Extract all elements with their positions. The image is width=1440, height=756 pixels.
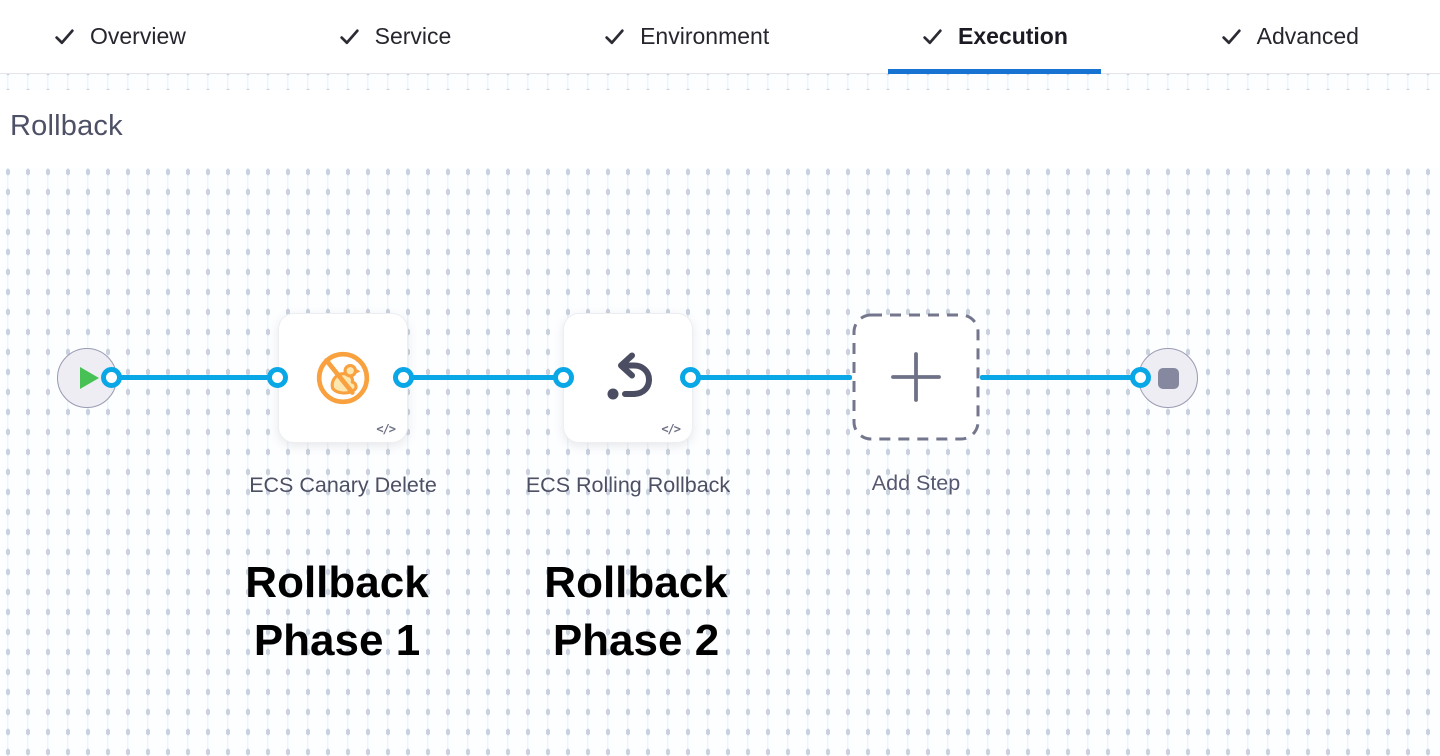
connector-port[interactable]: [393, 367, 414, 388]
check-icon: [55, 29, 74, 45]
annotation-rollback-phase-2: Rollback Phase 2: [544, 558, 728, 665]
tab-advanced[interactable]: Advanced: [1187, 0, 1392, 73]
step-name-label: ECS Rolling Rollback: [525, 473, 731, 497]
tab-label: Advanced: [1256, 23, 1359, 49]
step-card-ecs-canary-delete[interactable]: </>: [278, 313, 408, 443]
check-icon: [605, 29, 624, 45]
connector-edge: [112, 375, 278, 380]
connector-port[interactable]: [680, 367, 701, 388]
active-tab-underline: [887, 69, 1101, 74]
play-icon: [80, 367, 99, 389]
check-icon: [339, 29, 359, 45]
check-icon: [1221, 29, 1241, 45]
connector-port[interactable]: [553, 367, 574, 388]
connector-edge: [980, 375, 1141, 380]
template-badge-icon: </>: [376, 422, 396, 436]
tab-label: Execution: [957, 23, 1068, 49]
stop-icon: [1157, 367, 1179, 389]
tab-overview[interactable]: Overview: [20, 0, 219, 73]
tab-execution[interactable]: Execution: [887, 0, 1101, 74]
plus-icon: [891, 352, 941, 402]
tab-label: Service: [374, 23, 452, 49]
check-icon: [923, 29, 942, 45]
connector-port[interactable]: [101, 367, 122, 388]
ecs-canary-delete-icon: [316, 351, 370, 405]
step-name-label: ECS Canary Delete: [249, 473, 437, 497]
connector-edge: [691, 375, 852, 380]
template-badge-icon: </>: [661, 422, 681, 436]
connector-port[interactable]: [267, 367, 288, 388]
connector-edge: [404, 375, 564, 380]
tab-label: Overview: [90, 23, 186, 49]
rollback-arrow-icon: [607, 352, 653, 400]
connector-port[interactable]: [1130, 367, 1151, 388]
tab-label: Environment: [640, 23, 770, 49]
section-header-band: [0, 90, 1440, 168]
tab-service[interactable]: Service: [305, 0, 485, 73]
pipeline-canvas[interactable]: Rollback </> </>: [0, 74, 1440, 756]
wizard-tab-bar: Overview Service Environment Execution A…: [0, 0, 1440, 74]
step-card-ecs-rolling-rollback[interactable]: </>: [563, 313, 693, 443]
add-step-button[interactable]: [852, 313, 980, 441]
add-step-label: Add Step: [871, 471, 961, 495]
section-title: Rollback: [10, 110, 123, 142]
tab-environment[interactable]: Environment: [570, 0, 802, 73]
annotation-rollback-phase-1: Rollback Phase 1: [245, 558, 429, 665]
